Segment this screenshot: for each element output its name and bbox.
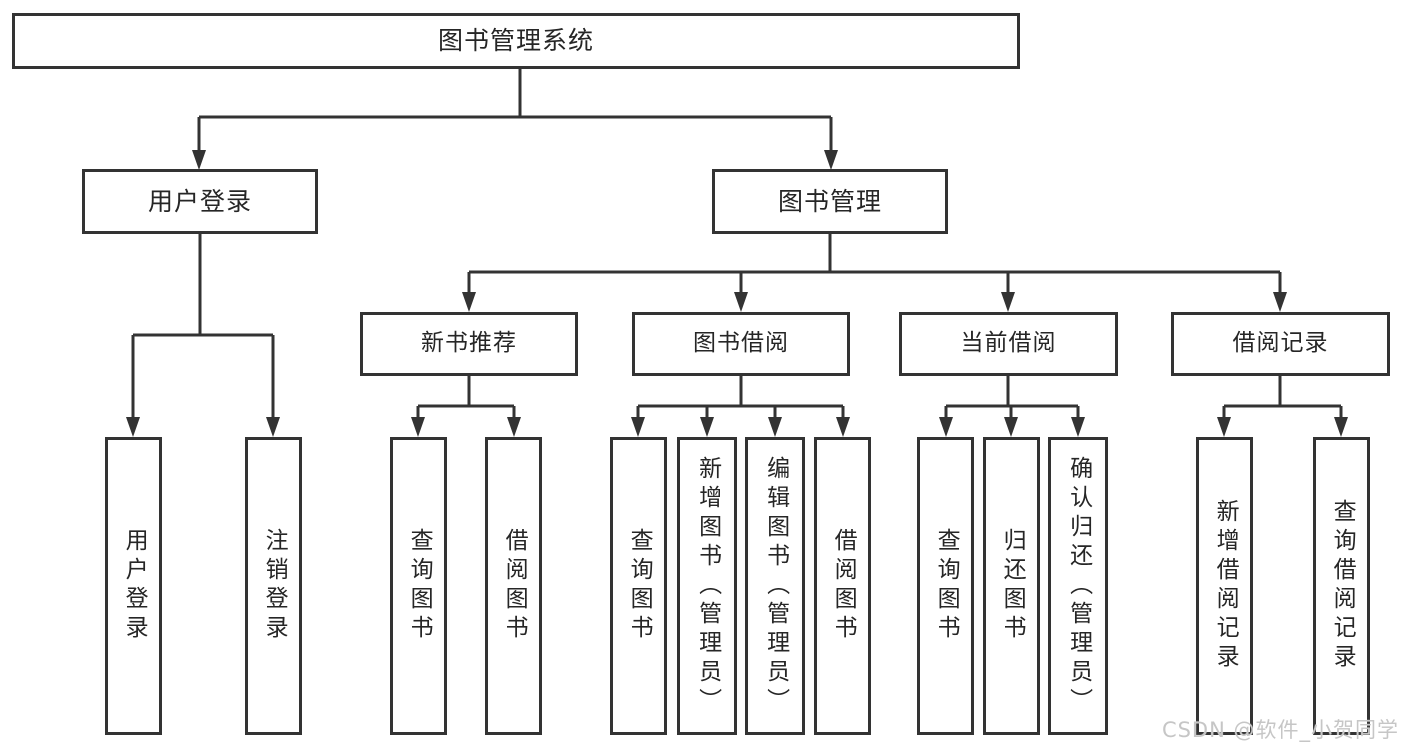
node-label: 新增图书（管理员） [694, 455, 721, 717]
node-label: 图书借阅 [693, 330, 789, 357]
leaf-confirm-return-admin: 确认归还（管理员） [1048, 437, 1108, 735]
leaf-add-borrow-record: 新增借阅记录 [1196, 437, 1253, 735]
node-label: 注销登录 [261, 528, 288, 644]
leaf-add-book-admin: 新增图书（管理员） [677, 437, 737, 735]
leaf-return-book: 归还图书 [983, 437, 1040, 735]
node-current-borrow: 当前借阅 [899, 312, 1118, 376]
leaf-query-books-recommend: 查询图书 [390, 437, 447, 735]
leaf-query-books-current: 查询图书 [917, 437, 974, 735]
node-label: 当前借阅 [960, 330, 1057, 357]
leaf-borrow-books-recommend: 借阅图书 [485, 437, 542, 735]
node-label: 新增借阅记录 [1212, 499, 1239, 673]
leaf-edit-book-admin: 编辑图书（管理员） [745, 437, 805, 735]
node-label: 归还图书 [999, 528, 1026, 644]
leaf-borrow-books: 借阅图书 [814, 437, 871, 735]
node-label: 图书管理 [777, 186, 882, 216]
node-label: 确认归还（管理员） [1065, 455, 1092, 717]
leaf-logout: 注销登录 [245, 437, 302, 735]
node-label: 查询借阅记录 [1329, 499, 1356, 673]
node-label: 新书推荐 [421, 330, 517, 357]
csdn-watermark: CSDN @软件_小贺同学 [1161, 718, 1399, 742]
node-label: 借阅图书 [830, 528, 857, 644]
node-label: 查询图书 [406, 528, 433, 644]
node-label: 借阅图书 [501, 528, 528, 644]
node-label: 借阅记录 [1232, 330, 1329, 357]
node-new-book-recommend: 新书推荐 [360, 312, 578, 376]
node-label: 用户登录 [147, 186, 252, 216]
node-book-borrow: 图书借阅 [632, 312, 850, 376]
node-label: 查询图书 [933, 528, 960, 644]
node-label: 图书管理系统 [437, 26, 594, 56]
leaf-query-borrow-record: 查询借阅记录 [1313, 437, 1370, 735]
node-label: 用户登录 [121, 528, 148, 644]
node-book-management: 图书管理 [712, 169, 948, 234]
node-label: 编辑图书（管理员） [762, 455, 789, 717]
node-user-login: 用户登录 [82, 169, 318, 234]
node-label: 查询图书 [626, 528, 653, 644]
leaf-user-login: 用户登录 [105, 437, 162, 735]
leaf-query-books-borrow: 查询图书 [610, 437, 667, 735]
node-borrow-records: 借阅记录 [1171, 312, 1390, 376]
node-book-management-system: 图书管理系统 [12, 13, 1020, 69]
